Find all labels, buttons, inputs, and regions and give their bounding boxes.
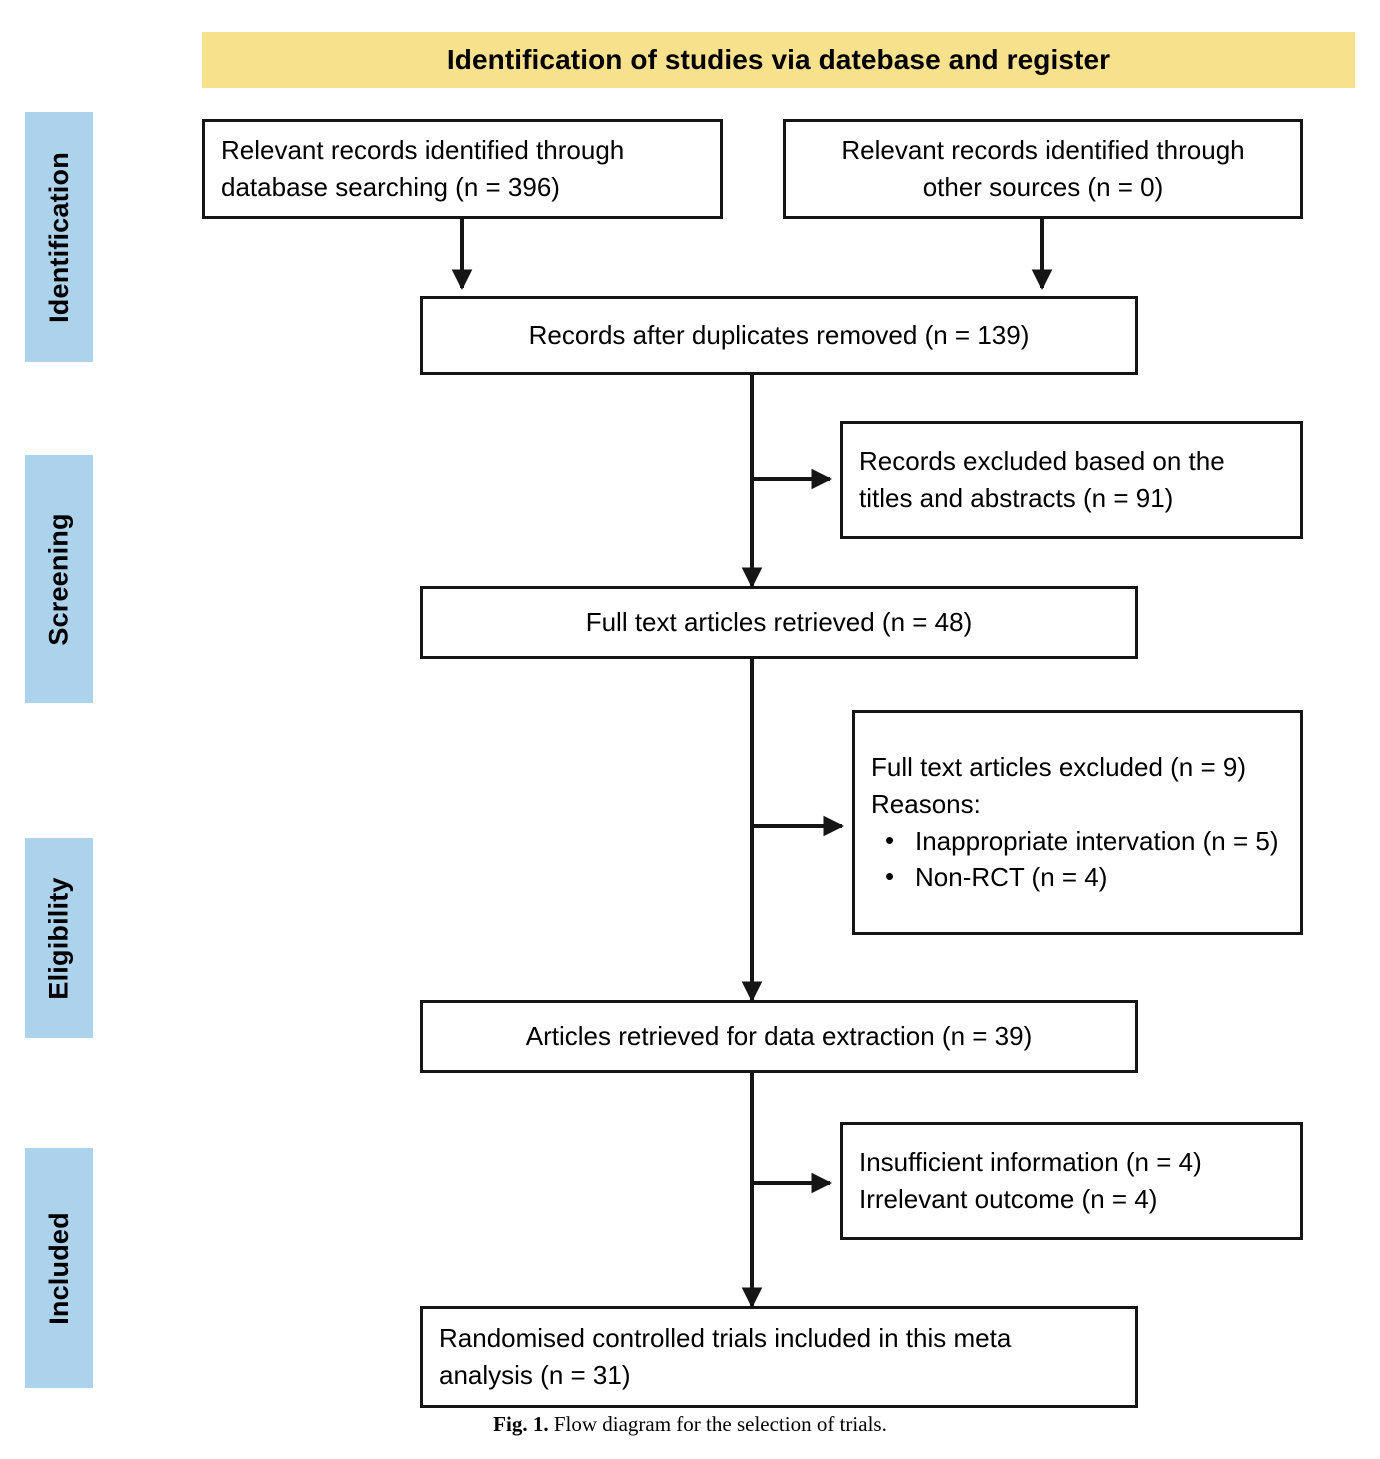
box-records-database-searching-line2: database searching (n = 396) [221,172,560,202]
box-excluded-insufficient-irrelevant-line2: Irrelevant outcome (n = 4) [859,1184,1158,1214]
box-records-excluded-titles-abstracts: Records excluded based on the titles and… [840,421,1303,539]
exclusion-reason-list: Inappropriate intervation (n = 5) Non-RC… [855,822,1300,897]
box-excluded-insufficient-irrelevant-line1: Insufficient information (n = 4) [859,1147,1202,1178]
box-records-excluded-titles-abstracts-line2: titles and abstracts (n = 91) [859,483,1174,513]
box-fulltext-articles-excluded-line2: Reasons: [871,788,981,819]
box-records-database-searching-line1: Relevant records identified through [221,135,625,166]
box-fulltext-articles-excluded: Full text articles excluded (n = 9) Reas… [852,710,1303,935]
diagram-header-band: Identification of studies via datebase a… [202,32,1355,88]
box-records-after-duplicates-line1: Records after duplicates removed (n = 13… [528,320,1030,351]
figure-caption-text: Flow diagram for the selection of trials… [553,1412,887,1436]
box-fulltext-articles-retrieved: Full text articles retrieved (n = 48) [420,586,1138,659]
box-articles-retrieved-data-extraction: Articles retrieved for data extraction (… [420,1000,1138,1073]
stage-label-identification: Identification [43,151,74,323]
stage-label-included: Included [43,1211,74,1325]
box-records-after-duplicates: Records after duplicates removed (n = 13… [420,296,1138,375]
box-records-other-sources-line2: other sources (n = 0) [922,172,1164,202]
box-excluded-insufficient-irrelevant: Insufficient information (n = 4) Irrelev… [840,1122,1303,1240]
stage-block-identification: Identification [25,112,93,362]
figure-caption: Fig. 1. Flow diagram for the selection o… [0,1412,1380,1437]
diagram-title: Identification of studies via datebase a… [446,44,1111,75]
box-fulltext-articles-retrieved-line1: Full text articles retrieved (n = 48) [585,607,973,638]
box-records-other-sources-line1: Relevant records identified through [841,135,1245,166]
stage-label-eligibility: Eligibility [43,876,74,1000]
box-articles-retrieved-data-extraction-line1: Articles retrieved for data extraction (… [525,1021,1033,1052]
stage-block-included: Included [25,1148,93,1388]
box-rcts-included-meta-analysis-line2: analysis (n = 31) [439,1360,631,1390]
stage-label-screening: Screening [43,512,74,646]
box-rcts-included-meta-analysis-line1: Randomised controlled trials included in… [439,1323,1012,1354]
box-records-database-searching: Relevant records identified through data… [202,119,723,219]
exclusion-reason-item: Non-RCT (n = 4) [871,858,1284,896]
box-records-excluded-titles-abstracts-line1: Records excluded based on the [859,446,1225,477]
stage-block-eligibility: Eligibility [25,838,93,1038]
stage-block-screening: Screening [25,455,93,703]
box-records-other-sources: Relevant records identified through othe… [783,119,1303,219]
figure-caption-label: Fig. 1. [493,1412,549,1436]
box-rcts-included-meta-analysis: Randomised controlled trials included in… [420,1306,1138,1408]
exclusion-reason-item: Inappropriate intervation (n = 5) [871,822,1284,860]
box-fulltext-articles-excluded-line1: Full text articles excluded (n = 9) [871,751,1246,782]
